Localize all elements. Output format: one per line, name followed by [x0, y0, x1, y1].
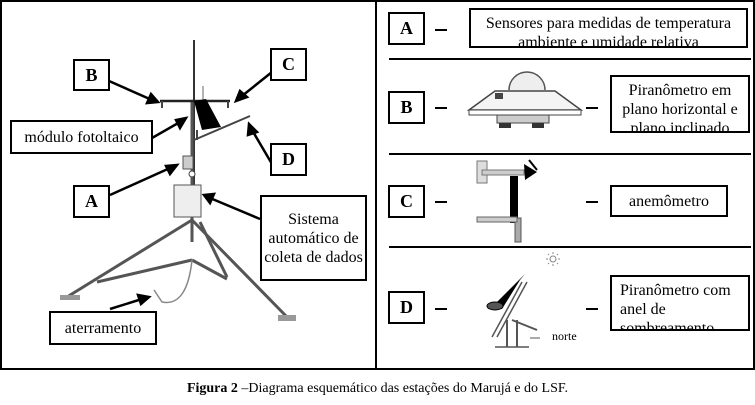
solar-panel [194, 99, 221, 130]
legend-desc-a: Sensores para medidas de temperatura amb… [469, 8, 748, 48]
anemometer-illustration [476, 159, 538, 243]
legend-letter-d: D [388, 291, 425, 324]
station-diagram-panel: B C módulo fotoltaico D A Sistema automá… [0, 0, 377, 370]
label-sistema-coleta: Sistema automático de coleta de dados [260, 195, 367, 281]
grounding-cable [153, 259, 193, 304]
label-c: C [270, 48, 307, 81]
dash [586, 201, 598, 203]
dash [435, 201, 447, 203]
dash [435, 29, 447, 31]
tripod [66, 218, 289, 319]
label-modulo-fotovoltaico: módulo fotoltaico [10, 120, 153, 154]
pyranometer-illustration [466, 71, 584, 128]
temp-sensor [182, 155, 194, 170]
divider [389, 246, 751, 248]
label-b: B [73, 59, 110, 91]
norte-label: norte [552, 329, 577, 343]
legend-desc-c: anemômetro [610, 185, 728, 217]
data-logger-box [173, 184, 202, 218]
weather-station-illustration [60, 40, 296, 321]
label-a: A [73, 185, 110, 218]
label-aterramento: aterramento [49, 311, 157, 345]
dash [435, 107, 447, 109]
caption-text: –Diagrama esquemático das estações do Ma… [237, 381, 569, 396]
dash [586, 308, 598, 310]
caption-label: Figura 2 [186, 381, 238, 396]
legend-letter-b: B [388, 91, 425, 124]
dash [586, 107, 598, 109]
dash [435, 308, 447, 310]
label-d: D [270, 143, 307, 176]
sun-icon [546, 252, 560, 266]
shaded-pyranometer-illustration [486, 252, 560, 348]
divider [389, 153, 751, 155]
divider [389, 58, 751, 60]
legend-desc-d: Piranômetro com anel de sombreamento [610, 275, 750, 331]
legend-desc-b: Piranômetro em plano horizontal e plano … [610, 75, 750, 133]
figure-caption: Figura 2 –Diagrama esquemático das estaç… [0, 381, 755, 397]
legend-letter-c: C [388, 185, 425, 218]
sensor-legend-panel: A Sensores para medidas de temperatura a… [375, 0, 755, 370]
legend-letter-a: A [388, 12, 425, 45]
